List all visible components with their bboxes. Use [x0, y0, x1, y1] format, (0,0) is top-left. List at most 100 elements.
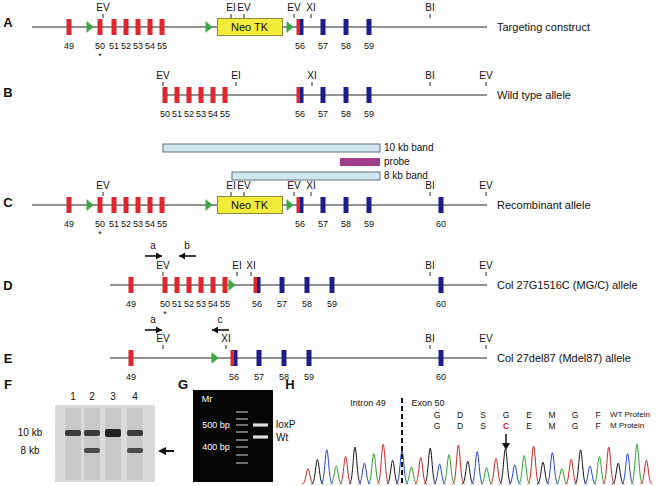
exon-number: 50	[95, 42, 105, 51]
blot-band	[105, 429, 121, 437]
exon-red	[163, 87, 168, 103]
exon-number: 51	[109, 220, 119, 229]
band-label: probe	[384, 157, 410, 167]
trace-peak	[330, 466, 342, 484]
restriction-site-tick	[486, 192, 487, 196]
restriction-site-tick	[163, 272, 164, 276]
probe-bar	[340, 158, 380, 166]
trace-peak	[415, 457, 427, 483]
figure-label: 1	[70, 392, 76, 402]
exon-blue	[330, 277, 335, 293]
protein-residue: S	[480, 411, 486, 420]
figure-label: 10 kb	[18, 428, 42, 438]
blot-band	[65, 430, 81, 436]
exon-blue	[344, 197, 349, 213]
trace-peak	[537, 462, 549, 484]
restriction-site-label: EI	[226, 3, 235, 13]
restriction-site-tick	[312, 82, 313, 86]
restriction-site-label: XI	[306, 3, 315, 13]
restriction-site-tick	[103, 14, 104, 18]
restriction-site-label: EV	[479, 71, 492, 81]
restriction-site-label: XI	[306, 181, 315, 191]
exon-number: 49	[126, 300, 136, 309]
gel-image	[193, 390, 273, 482]
trace-peak	[612, 463, 624, 484]
restriction-site-label: EV	[287, 3, 300, 13]
protein-residue: F	[595, 411, 600, 420]
exon-red	[112, 197, 117, 213]
ladder-band	[236, 431, 248, 433]
exon-mixed	[234, 350, 238, 366]
exon-number: 53	[133, 42, 143, 51]
exon-blue	[344, 19, 349, 35]
restriction-site-tick	[163, 345, 164, 349]
blot-image	[55, 405, 155, 482]
exon-mixed	[297, 19, 301, 35]
exon-number: 59	[327, 300, 337, 309]
exon-red	[148, 19, 153, 35]
figure-label: 8 kb	[21, 446, 40, 456]
restriction-site-label: EV	[156, 334, 169, 344]
restriction-site-label: XI	[307, 71, 316, 81]
trace-peak	[424, 448, 436, 484]
exon-blue	[280, 277, 285, 293]
exon-blue	[344, 87, 349, 103]
trace-peak	[640, 460, 652, 484]
restriction-site-label: EV	[96, 3, 109, 13]
exon-number: 53	[133, 220, 143, 229]
trace-peak	[471, 452, 483, 484]
trace-peak	[490, 458, 502, 484]
exon-number: 56	[229, 373, 239, 382]
exon-number: *	[98, 230, 102, 239]
allele-label: Recombinant allele	[497, 200, 591, 211]
loxp-site	[287, 21, 294, 33]
trace-peak	[528, 446, 540, 484]
loxp-site	[229, 279, 236, 291]
restriction-site-tick	[430, 272, 431, 276]
restriction-site-tick	[237, 272, 238, 276]
loxp-site	[87, 199, 94, 211]
exon-red	[187, 277, 192, 293]
trace-peak	[509, 465, 521, 484]
panel-letter: D	[3, 279, 12, 292]
exon-number: 52	[184, 110, 194, 119]
restriction-site-tick	[311, 14, 312, 18]
trace-peak	[358, 463, 370, 484]
allele-label: Col 27G1516C (MG/C) allele	[497, 280, 638, 291]
blot-lane	[65, 408, 81, 480]
restriction-site-tick	[294, 14, 295, 18]
exon-number: 57	[318, 42, 328, 51]
sequence-region-label: Exon 50	[411, 399, 444, 408]
trace-peak	[349, 447, 361, 484]
protein-row-label: WT Protein	[610, 411, 650, 419]
restriction-site-tick	[486, 345, 487, 349]
gel-band	[253, 423, 268, 426]
exon-number: 52	[121, 42, 131, 51]
exon-blue	[439, 350, 444, 366]
panel-letter: F	[4, 378, 12, 391]
exon-number: 57	[254, 373, 264, 382]
exon-number: 49	[64, 220, 74, 229]
gene-line	[110, 358, 487, 359]
panel-letter: C	[3, 196, 12, 209]
exon-red	[199, 87, 204, 103]
exon-number: 49	[126, 373, 136, 382]
restriction-site-tick	[163, 82, 164, 86]
exon-red	[163, 277, 168, 293]
gene-cassette-box: Neo TK	[217, 18, 283, 36]
protein-residue: G	[572, 411, 579, 420]
exon-number: 56	[252, 300, 262, 309]
exon-red	[136, 197, 141, 213]
exon-number: 59	[304, 373, 314, 382]
gel-band	[253, 435, 268, 438]
trace-peak	[622, 454, 634, 484]
panel-letter: H	[285, 378, 294, 391]
exon-red	[175, 277, 180, 293]
protein-residue: S	[480, 422, 486, 431]
boundary-line	[401, 398, 403, 484]
exon-number: 51	[172, 110, 182, 119]
trace-peak	[518, 456, 530, 484]
exon-red	[160, 19, 165, 35]
exon-number: 57	[277, 300, 287, 309]
